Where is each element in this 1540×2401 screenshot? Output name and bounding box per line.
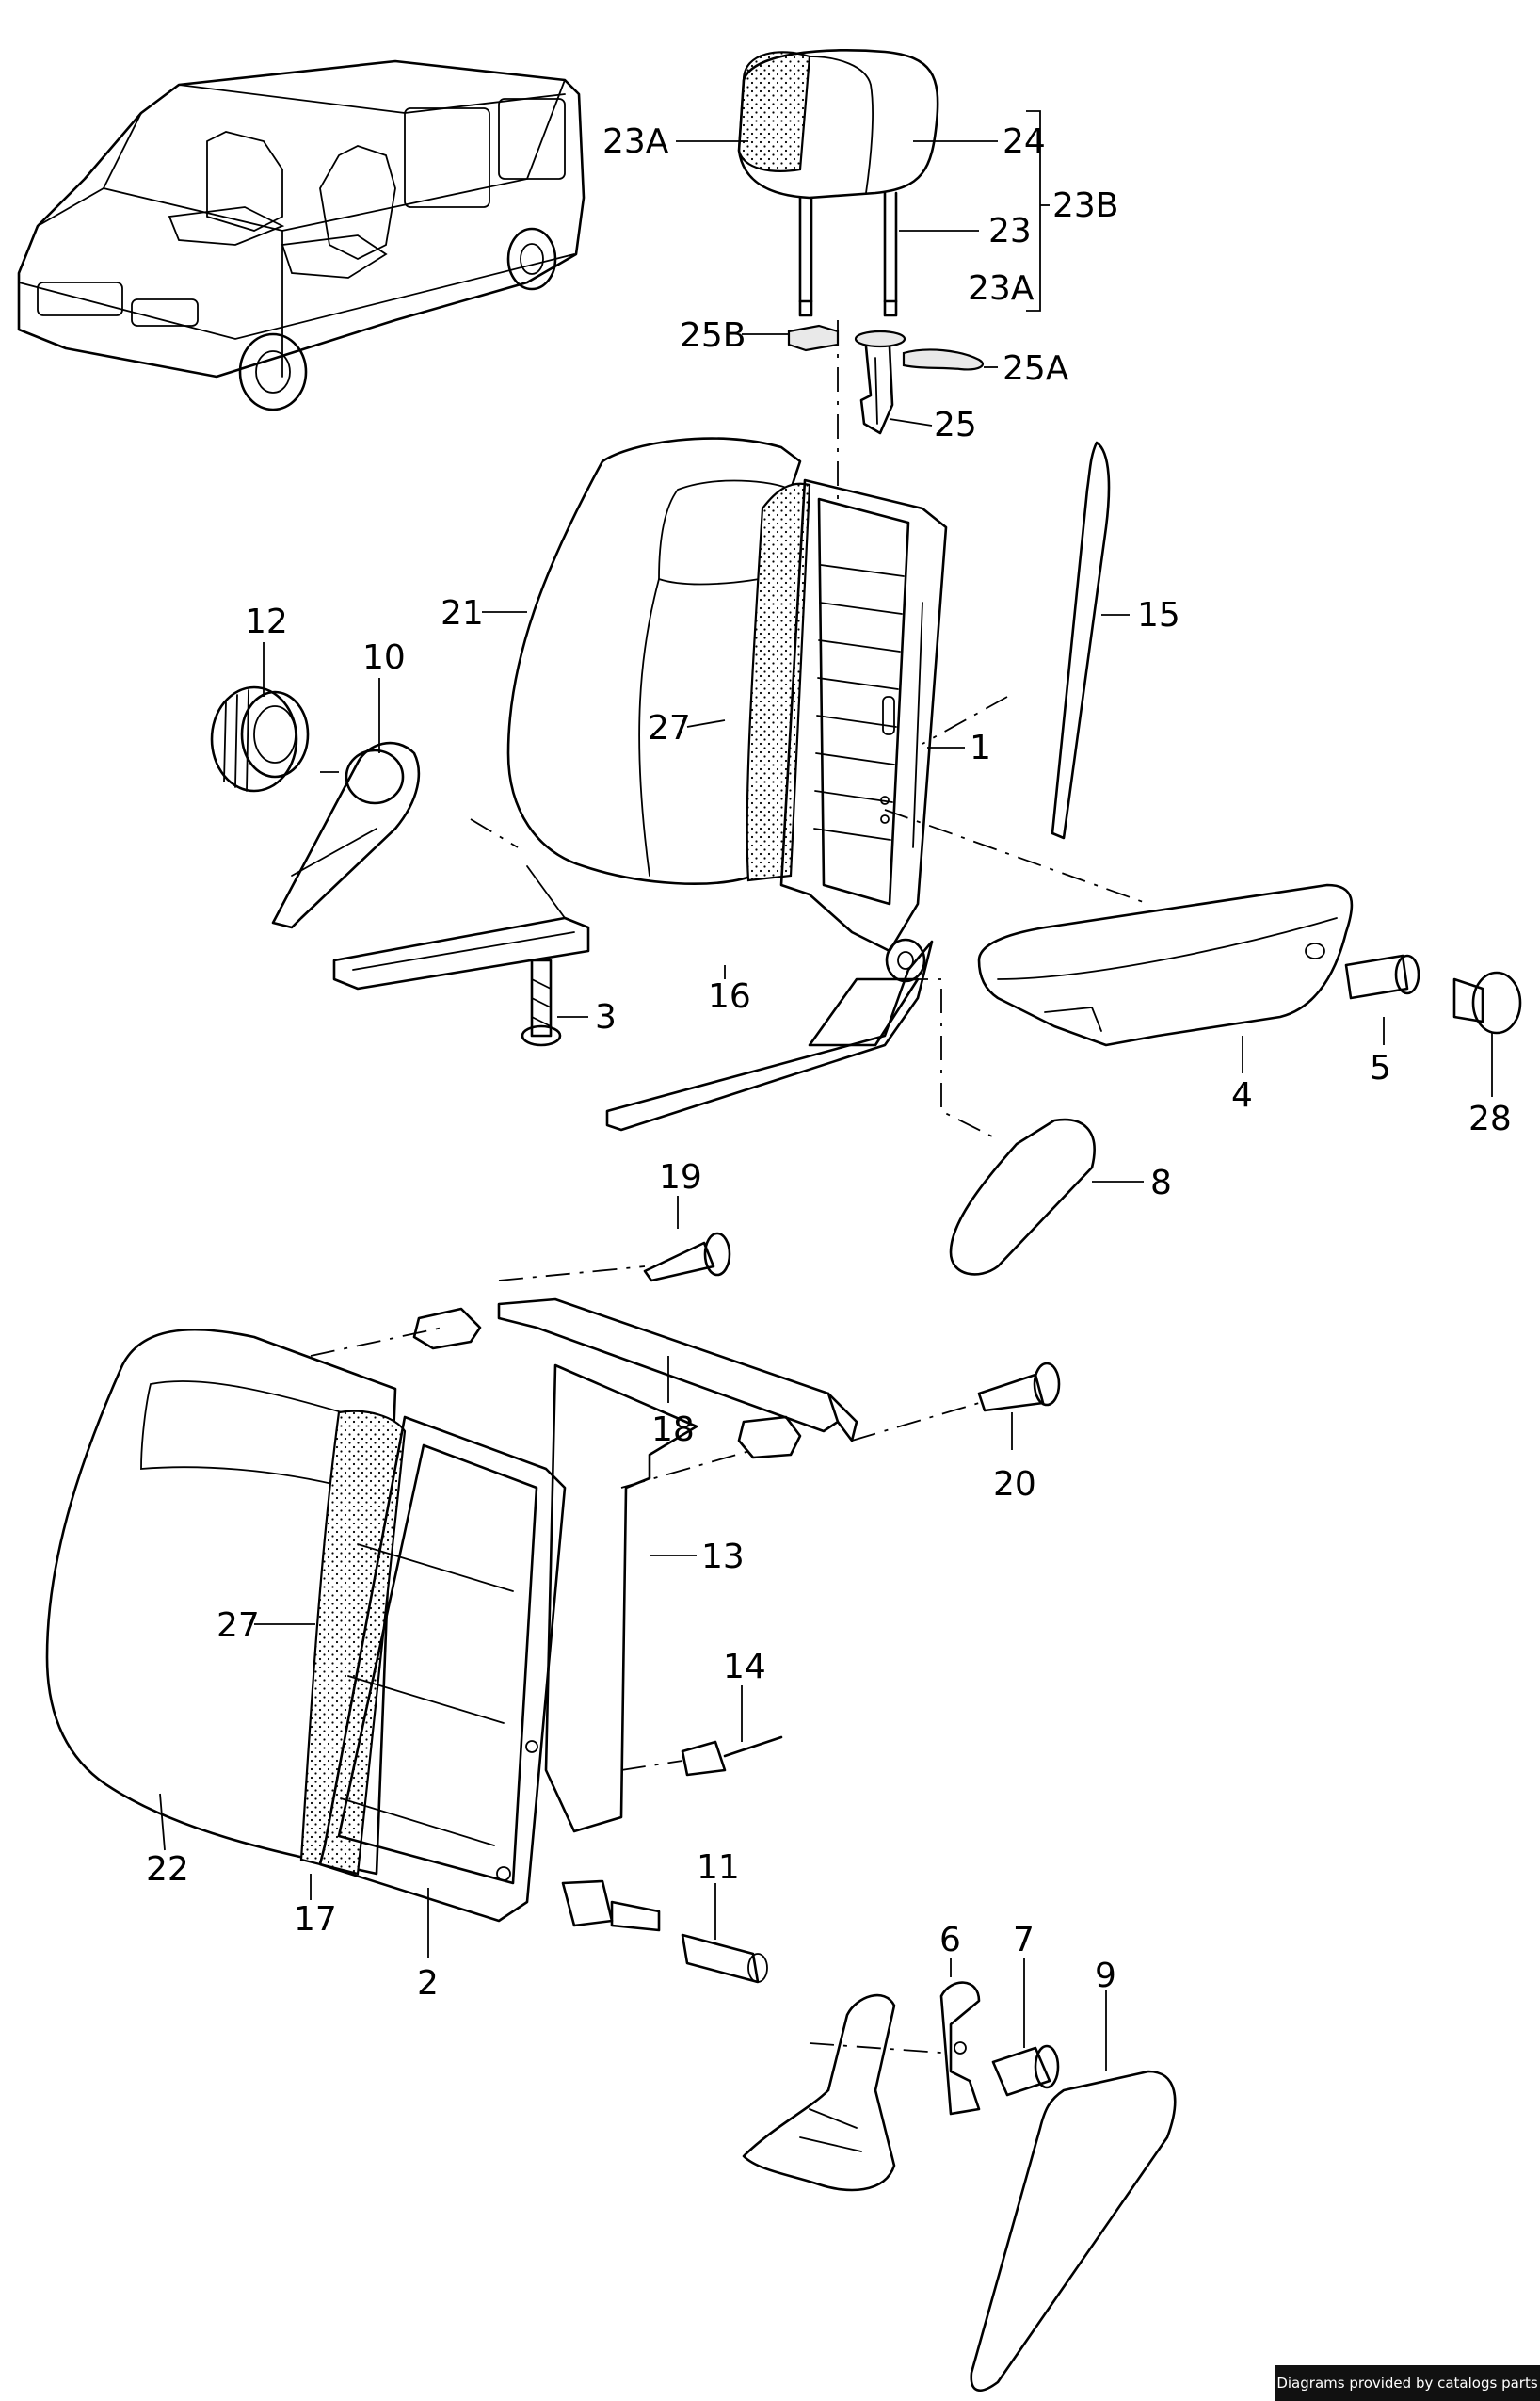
callout-21: 21 xyxy=(441,594,484,633)
mounting-bracket-18 xyxy=(497,1297,858,1442)
callout-3: 3 xyxy=(595,998,617,1037)
lower-backrest-cushion xyxy=(45,1328,407,1876)
side-panel-8 xyxy=(949,1118,1096,1276)
screw-19 xyxy=(643,1232,731,1282)
headrest-cap-25B xyxy=(787,324,840,352)
footer-credit: Diagrams provided by catalogs parts xyxy=(1275,2365,1540,2401)
callout-14: 14 xyxy=(723,1648,766,1686)
callout-12: 12 xyxy=(245,603,288,641)
seat-rail-left xyxy=(332,865,590,991)
screw-20 xyxy=(977,1362,1061,1412)
rivet-14 xyxy=(681,1735,783,1777)
armrest-4 xyxy=(977,883,1354,1047)
headrest-assembly xyxy=(737,49,939,317)
callout-22: 22 xyxy=(146,1850,189,1889)
callout-25A: 25A xyxy=(1003,349,1069,388)
side-panel-9 xyxy=(970,2070,1177,2392)
pin-11 xyxy=(561,1879,768,1984)
callout-10: 10 xyxy=(362,638,406,677)
callout-23: 23 xyxy=(988,212,1032,250)
callout-labels: 23A 24 23B 23 23A 25B 25A 25 21 15 12 10… xyxy=(146,122,1512,2003)
lower-hinge-bracket xyxy=(742,1993,896,2192)
kit-bracket-23B xyxy=(1026,110,1041,312)
rear-panel-13 xyxy=(525,1363,698,1833)
callout-6: 6 xyxy=(939,1921,961,1959)
callout-15: 15 xyxy=(1137,596,1180,635)
callout-8: 8 xyxy=(1150,1164,1172,1202)
callout-4: 4 xyxy=(1231,1076,1253,1115)
bracket-6 xyxy=(939,1981,981,2116)
callout-1: 1 xyxy=(970,729,991,767)
cap-28 xyxy=(1452,971,1522,1035)
callout-13: 13 xyxy=(701,1538,745,1576)
callout-7: 7 xyxy=(1013,1921,1035,1959)
callout-18: 18 xyxy=(651,1410,695,1449)
callout-23A-headrest: 23A xyxy=(602,122,669,161)
callout-23A-kit: 23A xyxy=(968,269,1035,308)
callout-16: 16 xyxy=(708,977,751,1016)
callout-leaders xyxy=(159,140,1493,2071)
callout-25: 25 xyxy=(934,406,977,444)
screw-3 xyxy=(521,959,562,1047)
side-trim-strip-15 xyxy=(1051,441,1111,840)
headrest-clip-25A xyxy=(902,348,985,371)
callout-27-lower: 27 xyxy=(217,1606,260,1645)
upper-backrest-frame xyxy=(779,478,948,953)
callout-2: 2 xyxy=(417,1964,439,2003)
headrest-guide-25 xyxy=(854,330,906,435)
callout-20: 20 xyxy=(993,1465,1036,1504)
callout-23B: 23B xyxy=(1052,186,1119,225)
callout-5: 5 xyxy=(1370,1049,1391,1088)
screw-7 xyxy=(991,2044,1060,2097)
van-thumbnail-illustration xyxy=(17,59,586,411)
callout-28: 28 xyxy=(1468,1100,1512,1138)
assembly-reference-lines xyxy=(310,320,1149,2054)
callout-27-upper: 27 xyxy=(648,709,691,748)
upper-backrest-cushion xyxy=(506,437,811,885)
adjuster-knob-12 xyxy=(210,685,310,793)
callout-24: 24 xyxy=(1003,122,1046,161)
callout-9: 9 xyxy=(1095,1957,1116,1995)
callout-17: 17 xyxy=(294,1900,337,1939)
bolt-5 xyxy=(1344,954,1420,1000)
callout-25B: 25B xyxy=(680,316,746,355)
recliner-mechanism xyxy=(605,938,934,1132)
callout-19: 19 xyxy=(659,1158,702,1197)
callout-11: 11 xyxy=(697,1848,740,1887)
lower-backrest-frame xyxy=(318,1415,567,1923)
grommet-pair xyxy=(412,1307,802,1459)
side-cover-10 xyxy=(271,741,421,929)
